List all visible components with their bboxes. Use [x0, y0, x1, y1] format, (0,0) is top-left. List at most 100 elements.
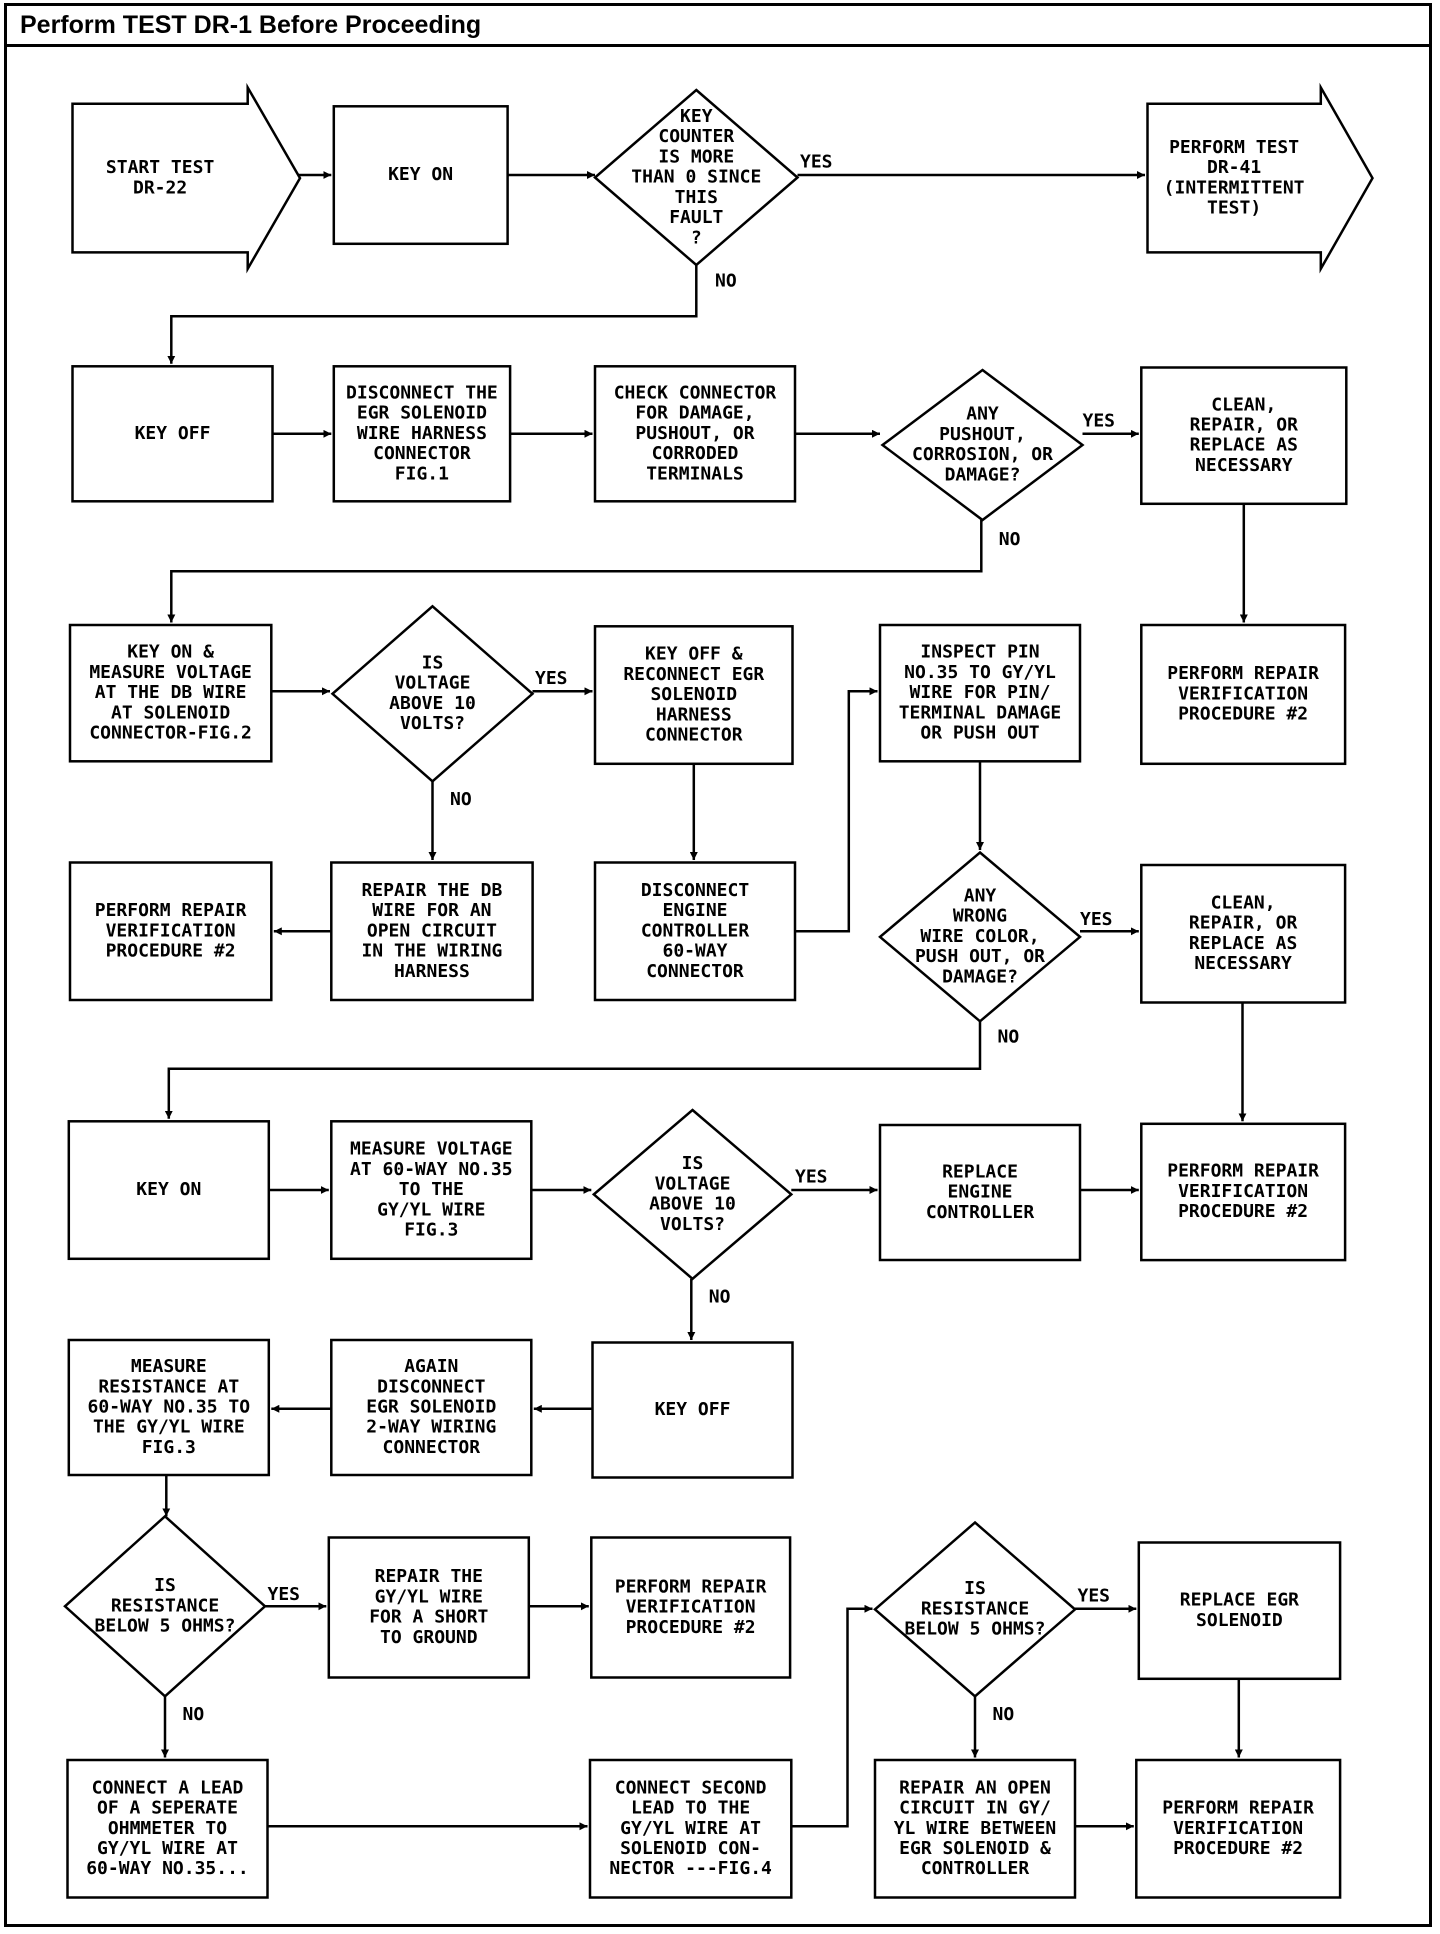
node-text-line: FIG.3 — [404, 1220, 458, 1241]
diamond-outline — [873, 1520, 1077, 1698]
node-text-line: AGAIN — [404, 1356, 458, 1377]
node-text-line: ABOVE 10 — [389, 693, 476, 714]
edge-n34-to-n31 — [791, 1604, 873, 1828]
node-rect-n2: KEY ON — [332, 105, 509, 246]
rect-outline — [873, 1758, 1077, 1899]
node-rect-n20: KEY ON — [67, 1120, 271, 1261]
node-text-line: PERFORM REPAIR — [1162, 1798, 1314, 1819]
node-text-line: MEASURE — [131, 1356, 207, 1377]
edge-label-no: NO — [715, 270, 737, 291]
node-text-line: WRONG — [953, 906, 1007, 927]
diamond-outline — [880, 368, 1085, 522]
node-text-line: NECTOR ---FIG.4 — [609, 1858, 772, 1879]
node-text-line: PERFORM REPAIR — [95, 900, 247, 921]
node-text-line: VERIFICATION — [106, 920, 236, 941]
node-text-line: FAULT — [669, 207, 723, 228]
node-text-line: REPLACE EGR — [1180, 1590, 1299, 1611]
node-text-line: VOLTAGE — [395, 673, 471, 694]
node-text-line: FIG.1 — [395, 463, 449, 484]
node-text-line: CONNECTOR — [645, 725, 743, 746]
node-text-line: PERFORM REPAIR — [1167, 1161, 1319, 1182]
node-text-line: HARNESS — [394, 961, 470, 982]
node-text-line: TERMINALS — [646, 463, 744, 484]
node-text-line: LEAD TO THE — [631, 1798, 750, 1819]
node-text-line: BELOW 5 OHMS? — [95, 1616, 236, 1637]
edge-n17-to-n13 — [795, 687, 878, 933]
edge-label-yes: YES — [795, 1167, 828, 1188]
node-text-line: INSPECT PIN — [920, 642, 1039, 663]
node-text-line: PUSHOUT, OR — [635, 423, 754, 444]
edges-layer — [161, 171, 1248, 1831]
node-text-line: IS — [154, 1575, 176, 1596]
edge-label-yes: YES — [1080, 909, 1113, 930]
node-text-line: CONNECTOR-FIG.2 — [89, 723, 252, 744]
node-text-line: 60-WAY NO.35 TO — [88, 1397, 251, 1418]
node-text-line: EGR SOLENOID — [357, 403, 487, 424]
node-text-line: CONNECT SECOND — [615, 1777, 767, 1798]
node-text-line: CLEAN, — [1211, 892, 1276, 913]
node-text-line: WIRE FOR AN — [372, 900, 491, 921]
node-text-line: PROCEDURE #2 — [626, 1617, 756, 1638]
edge-label-no: NO — [993, 1704, 1015, 1725]
node-text-line: REPAIR THE — [375, 1566, 483, 1587]
node-text-line: RESISTANCE — [921, 1598, 1029, 1619]
node-text-line: DISCONNECT — [377, 1376, 486, 1397]
rect-outline — [332, 105, 509, 246]
node-text-line: CONNECT A LEAD — [92, 1777, 244, 1798]
node-text-line: PERFORM TEST — [1169, 137, 1299, 158]
rect-outline — [1135, 1758, 1342, 1899]
rect-outline — [71, 365, 274, 503]
node-text-line: REPAIR AN OPEN — [899, 1777, 1051, 1798]
rect-outline — [330, 1120, 533, 1261]
node-text-line: TEST) — [1207, 198, 1261, 219]
diamond-outline — [63, 1514, 267, 1698]
node-text-line: CORROSION, OR — [912, 444, 1053, 465]
rect-outline — [1137, 1541, 1342, 1681]
diamond-outline — [593, 88, 800, 267]
rect-outline — [1140, 623, 1347, 766]
node-text-line: KEY ON & — [127, 642, 214, 663]
node-text-line: SOLENOID — [650, 684, 737, 705]
rect-outline — [68, 623, 273, 763]
rect-outline — [67, 1120, 271, 1261]
node-text-line: SOLENOID — [1196, 1610, 1283, 1631]
node-text-line: KEY OFF — [135, 423, 211, 444]
node-text-line: EGR SOLENOID & — [899, 1838, 1051, 1859]
node-text-line: KEY — [680, 106, 713, 127]
node-text-line: NECESSARY — [1194, 953, 1292, 974]
rect-outline — [66, 1758, 269, 1899]
rect-outline — [1140, 366, 1348, 506]
node-text-line: VERIFICATION — [1173, 1818, 1303, 1839]
edge-n3-to-n5 — [167, 265, 698, 364]
node-text-line: REPAIR, OR — [1189, 913, 1298, 934]
node-text-line: MEASURE VOLTAGE — [350, 1139, 513, 1160]
node-rect-n17: DISCONNECTENGINECONTROLLER60-WAYCONNECTO… — [593, 861, 797, 1002]
node-text-line: OHMMETER TO — [108, 1818, 227, 1839]
node-text-line: DAMAGE? — [945, 464, 1021, 485]
node-text-line: 2-WAY WIRING — [366, 1417, 496, 1438]
node-text-line: KEY ON — [388, 164, 453, 185]
node-text-line: AT SOLENOID — [111, 702, 230, 723]
node-text-line: GY/YL WIRE — [377, 1199, 485, 1220]
node-text-line: PROCEDURE #2 — [1178, 704, 1308, 725]
node-text-line: FIG.3 — [142, 1437, 196, 1458]
diamond-outline — [878, 850, 1082, 1023]
rect-outline — [590, 1536, 792, 1679]
node-text-line: FOR DAMAGE, — [635, 403, 754, 424]
edge-label-no: NO — [999, 529, 1021, 550]
node-text-line: THIS — [675, 187, 718, 208]
node-text-line: KEY OFF — [655, 1399, 731, 1420]
node-text-line: ENGINE — [947, 1182, 1012, 1203]
node-text-line: CONNECTOR — [383, 1437, 481, 1458]
